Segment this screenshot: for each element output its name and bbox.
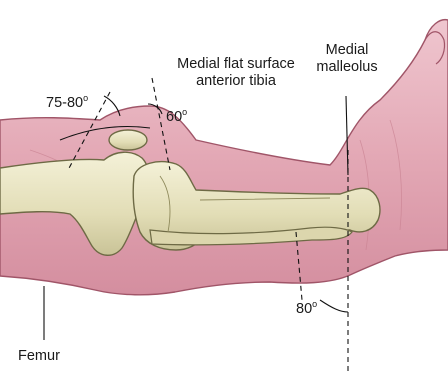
- femur-label: Femur: [18, 348, 60, 365]
- patella-angle-label: 60o: [166, 104, 187, 126]
- patella-angle-degree: o: [182, 107, 187, 117]
- knee-angle-degree: o: [83, 93, 88, 103]
- patella-angle-value: 60: [166, 109, 182, 125]
- ankle-angle-degree: o: [312, 299, 317, 309]
- tibia-surface-label: Medial flat surface anterior tibia: [176, 56, 296, 90]
- malleolus-label: Medial malleolus: [308, 42, 386, 76]
- ankle-angle-label: 80o: [296, 296, 317, 318]
- ankle-angle-value: 80: [296, 301, 312, 317]
- knee-angle-label: 75-80o: [46, 90, 88, 112]
- ankle-angle-arc: [320, 300, 348, 312]
- malleolus-line1: Medial: [308, 42, 386, 59]
- malleolus-line2: malleolus: [308, 59, 386, 76]
- tibia-surface-line2: anterior tibia: [176, 73, 296, 90]
- tibia-surface-line1: Medial flat surface: [176, 56, 296, 73]
- patella-bone: [109, 130, 147, 150]
- knee-angle-value: 75-80: [46, 95, 83, 111]
